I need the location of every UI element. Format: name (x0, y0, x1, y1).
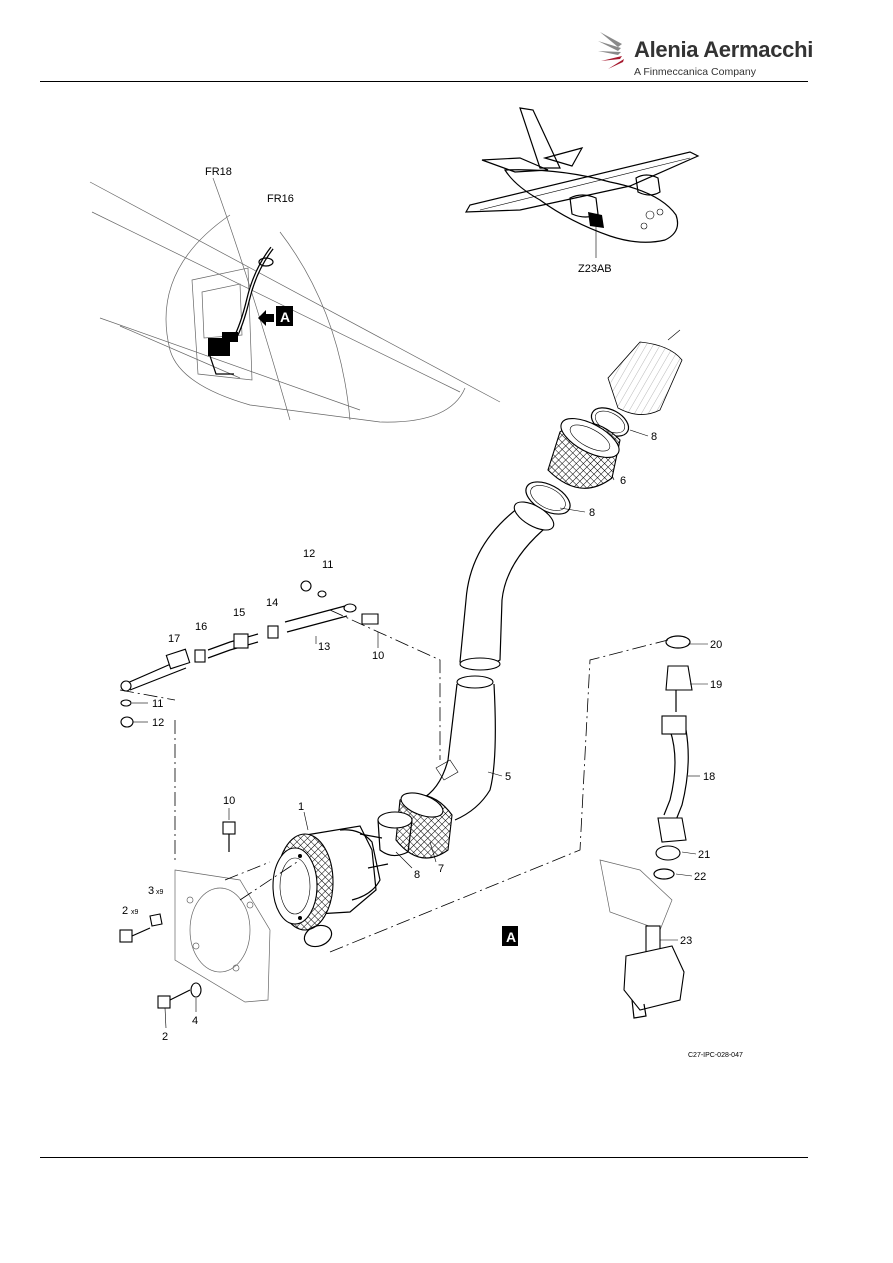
callout-8-upper: 8 (651, 431, 657, 443)
rod-assembly (120, 580, 379, 728)
frame-16-label: FR16 (267, 193, 294, 205)
view-a-flag-label: A (280, 309, 290, 325)
callout-20: 20 (710, 639, 722, 651)
view-a-detail-flag (502, 926, 518, 946)
callout-2-upper: 2 (122, 905, 128, 917)
header-rule (40, 81, 808, 82)
zone-label: Z23AB (578, 263, 612, 275)
callout-10-lower: 10 (372, 650, 384, 662)
callout-11-lower: 11 (152, 698, 163, 710)
callout-4: 4 (192, 1015, 198, 1027)
callout-21: 21 (698, 849, 710, 861)
callout-2-lower: 2 (162, 1031, 168, 1043)
aircraft-locator (464, 107, 700, 258)
hose-assembly (599, 635, 693, 1019)
logo-name: Alenia Aermacchi (634, 37, 814, 62)
callout-2-qty: x9 (131, 909, 139, 916)
callout-12-lower: 12 (152, 717, 164, 729)
callout-23: 23 (680, 935, 692, 947)
hose-sleeve (607, 329, 683, 415)
callout-22: 22 (694, 871, 706, 883)
callout-5: 5 (505, 771, 511, 783)
callout-12-upper: 12 (303, 548, 315, 560)
callout-8-middle: 8 (589, 507, 595, 519)
callout-8-lower: 8 (414, 869, 420, 881)
callout-3: 3 (148, 885, 154, 897)
callout-19: 19 (710, 679, 722, 691)
callout-15: 15 (233, 607, 245, 619)
logo-swoosh-icon (598, 32, 624, 69)
callout-numbers: 1 2 x9 2 3 x9 4 5 6 7 8 8 8 10 10 11 11 … (122, 431, 722, 1043)
callout-11-upper: 11 (322, 559, 333, 571)
callout-13: 13 (318, 641, 330, 653)
callout-1: 1 (298, 801, 304, 813)
callout-16: 16 (195, 621, 207, 633)
view-a-detail-label: A (506, 929, 516, 945)
fuselage-locator: A (89, 177, 501, 423)
footer-rule (40, 1157, 808, 1158)
callout-14: 14 (266, 597, 278, 609)
callout-17: 17 (168, 633, 180, 645)
callout-3-qty: x9 (156, 889, 164, 896)
receptacle-assembly (272, 825, 389, 948)
callout-18: 18 (703, 771, 715, 783)
company-logo: Alenia Aermacchi A Finmeccanica Company (596, 22, 813, 80)
callout-7: 7 (438, 863, 444, 875)
callout-6: 6 (620, 475, 626, 487)
callout-10-upper: 10 (223, 795, 235, 807)
frame-18-label: FR18 (205, 166, 232, 178)
figure-reference: C27-IPC-028-047 (688, 1052, 743, 1059)
logo-subtitle: A Finmeccanica Company (634, 66, 756, 78)
